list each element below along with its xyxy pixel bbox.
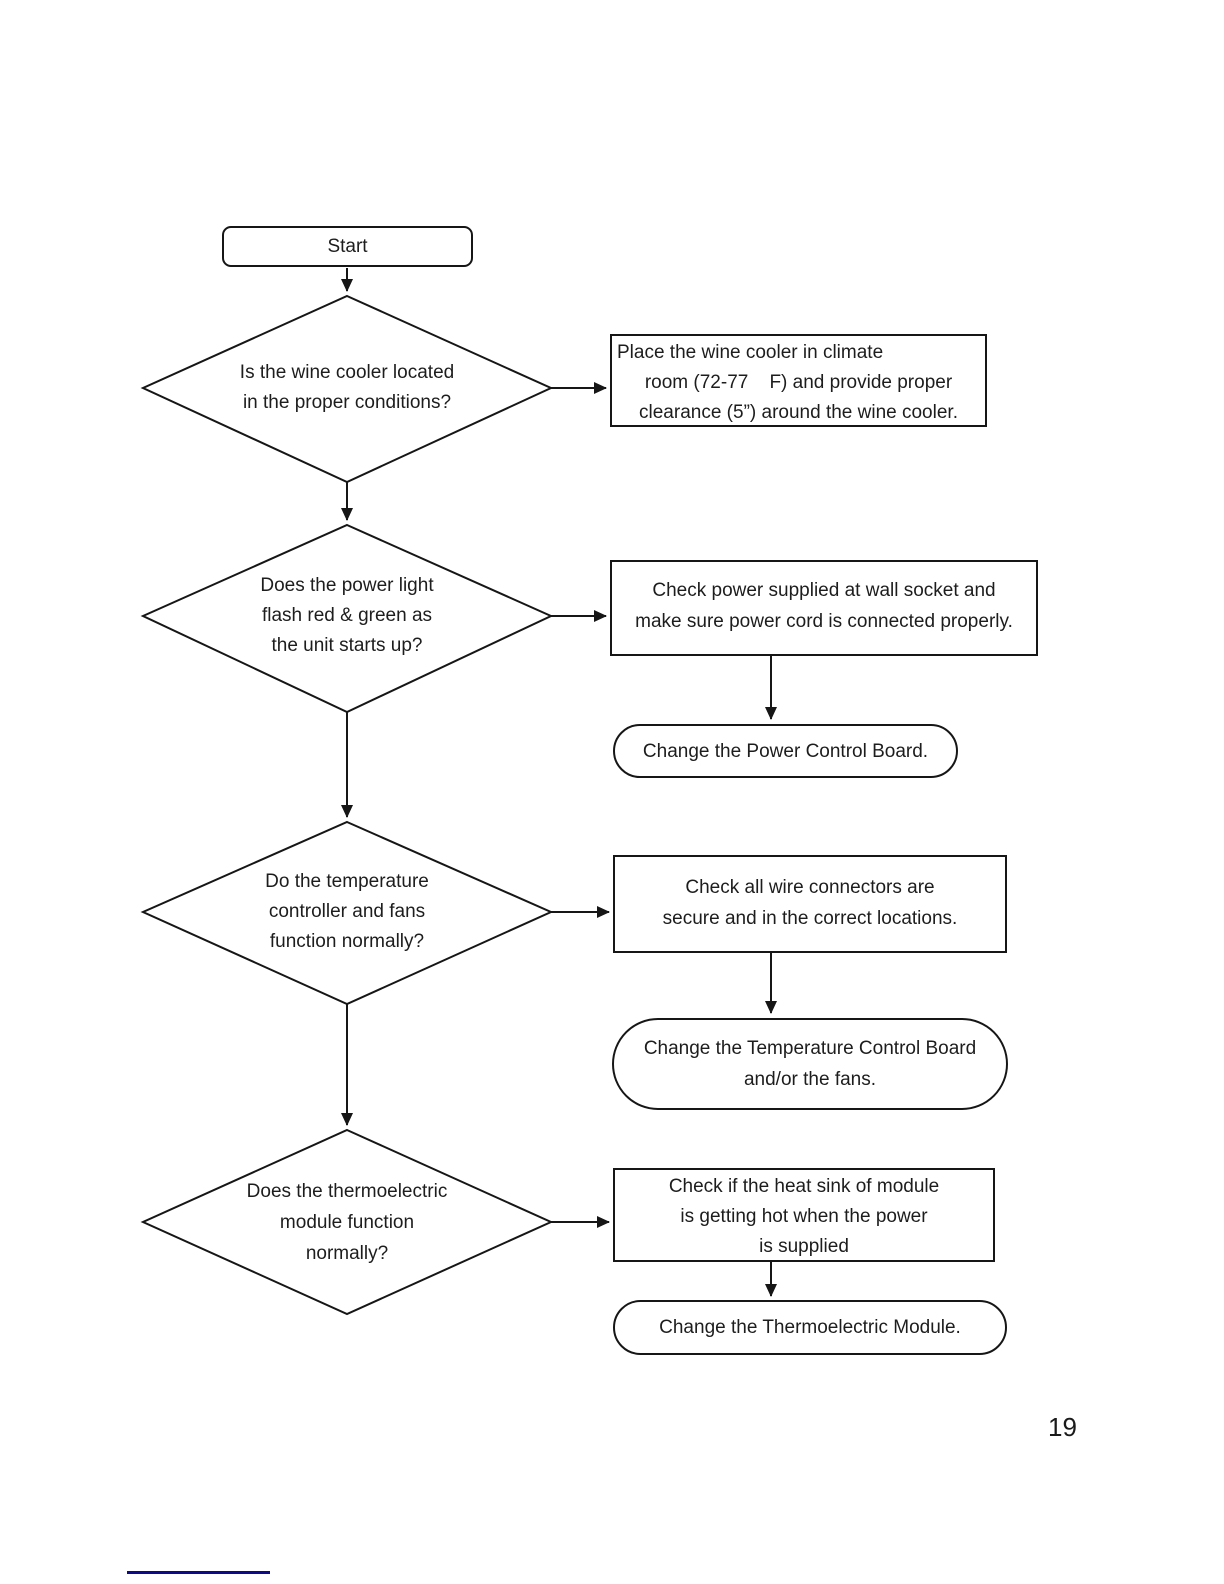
decision-line: the unit starts up?: [271, 635, 423, 656]
decision-temp-controller: Do the temperature controller and fans f…: [177, 867, 517, 957]
decision-line: Does the thermoelectric: [246, 1181, 448, 1202]
decision-line: Do the temperature: [265, 871, 429, 892]
action-check-power: Check power supplied at wall socket and …: [610, 560, 1038, 656]
page-number: 19: [1048, 1412, 1077, 1442]
diamond-thermoelectric-shape: [140, 1128, 554, 1316]
action-line: Check if the heat sink of module: [668, 1176, 940, 1197]
decision-thermoelectric: Does the thermoelectric module function …: [177, 1176, 517, 1269]
start-node: Start: [222, 226, 473, 267]
action-line: Place the wine cooler in climate: [617, 342, 884, 363]
decision-proper-conditions: Is the wine cooler located in the proper…: [177, 358, 517, 418]
action-line: room (72-77 F) and provide proper: [644, 372, 953, 393]
decision-line: Is the wine cooler located: [239, 362, 455, 383]
decision-line: flash red & green as: [261, 605, 433, 626]
terminal-label: Change the Thermoelectric Module.: [659, 1317, 961, 1338]
action-line: secure and in the correct locations.: [662, 908, 958, 929]
action-place-cooler: Place the wine cooler in climate room (7…: [610, 334, 987, 427]
footer-rule: [127, 1571, 270, 1574]
start-label: Start: [327, 236, 368, 257]
decision-line: in the proper conditions?: [242, 392, 452, 413]
decision-line: controller and fans: [268, 901, 426, 922]
decision-line: normally?: [305, 1243, 389, 1264]
action-check-connectors: Check all wire connectors are secure and…: [613, 855, 1007, 953]
action-line: Check power supplied at wall socket and: [652, 580, 996, 601]
action-line: Check all wire connectors are: [685, 877, 935, 898]
action-line: is getting hot when the power: [680, 1206, 928, 1227]
terminal-change-temp-board: Change the Temperature Control Board and…: [612, 1018, 1008, 1110]
terminal-line: and/or the fans.: [743, 1069, 877, 1090]
decision-line: Does the power light: [260, 575, 434, 596]
terminal-change-module: Change the Thermoelectric Module.: [613, 1300, 1007, 1355]
terminal-change-power-board: Change the Power Control Board.: [613, 724, 958, 778]
decision-line: function normally?: [269, 931, 425, 952]
decision-power-light: Does the power light flash red & green a…: [177, 571, 517, 661]
decision-line: module function: [279, 1212, 415, 1233]
terminal-line: Change the Temperature Control Board: [643, 1038, 977, 1059]
terminal-label: Change the Power Control Board.: [642, 741, 929, 762]
action-check-heatsink: Check if the heat sink of module is gett…: [613, 1168, 995, 1262]
action-line: make sure power cord is connected proper…: [635, 611, 1013, 632]
action-line: clearance (5”) around the wine cooler.: [639, 402, 958, 423]
action-line: is supplied: [759, 1236, 849, 1257]
